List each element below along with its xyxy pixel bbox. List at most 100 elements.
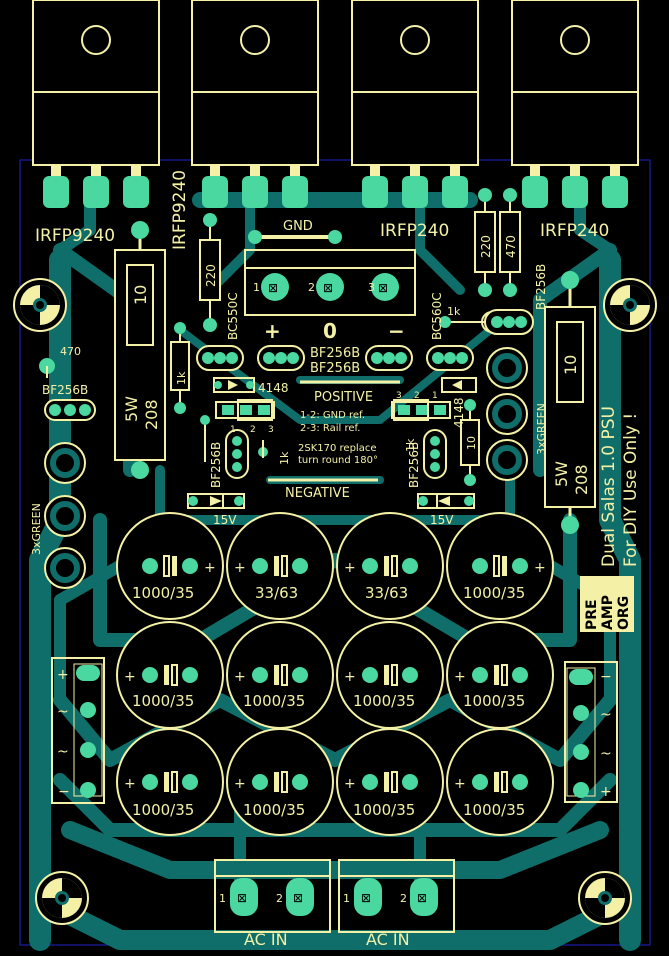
ref-selector-left: [215, 399, 275, 421]
cap-r3c1: +: [116, 728, 224, 836]
cap-r1c2-label: 33/63: [255, 584, 298, 602]
bjt-bf256b-pair-right: [365, 345, 413, 371]
transistor-q2: [191, 0, 319, 208]
bjt-bc560c-label: BC560C: [430, 292, 444, 340]
svg-text:⊠: ⊠: [378, 281, 388, 295]
cap-r1c1-label: 1000/35: [132, 584, 194, 602]
power-resistor-right: [544, 271, 596, 534]
ac-left-pin-2: 2: [276, 892, 283, 905]
bf256b-pair-label-1: BF256B: [310, 346, 360, 361]
svg-text:⊠: ⊠: [268, 281, 278, 295]
svg-text:+: +: [534, 560, 546, 576]
ref-pin-2-right: 2: [414, 391, 420, 401]
svg-text:+: +: [454, 669, 466, 685]
power-resistor-right-value: 10: [561, 355, 580, 375]
led-stack-right-label: 3xGREEN: [535, 403, 548, 455]
transistor-label-q4: IRFP240: [540, 221, 609, 241]
svg-text:⊠: ⊠: [361, 891, 371, 905]
mounting-hole-br: [578, 871, 632, 925]
diode-4148-left-label: 4148: [258, 381, 289, 395]
cap-r1c3-label: 33/63: [365, 584, 408, 602]
jfet-right-outer: [484, 309, 534, 335]
power-resistor-right-208: 208: [572, 464, 591, 495]
ac-right-pin-2: 2: [400, 892, 407, 905]
resistor-220-right: [474, 188, 496, 297]
jfet-left-outer: [44, 399, 96, 421]
cap-r1c4-label: 1000/35: [463, 584, 525, 602]
cap-r2c1: +: [116, 621, 224, 729]
svg-text:+: +: [124, 669, 136, 685]
diode-4148-right-label: 4148: [452, 397, 466, 428]
ref-selector-right: [391, 399, 451, 421]
zero-label: 0: [323, 319, 337, 343]
ac-in-label-right: AC IN: [366, 930, 410, 949]
jfet-right-inner: [423, 429, 447, 479]
zener-15v-left: [187, 493, 245, 509]
gnd-label: GND: [283, 219, 313, 234]
led-stack-right: [486, 347, 528, 481]
mounting-hole-bl: [35, 871, 89, 925]
transistor-label-q3: IRFP240: [380, 221, 449, 241]
logo-line-2: AMP: [600, 595, 616, 630]
transistor-q1: [32, 0, 160, 208]
zener-15v-left-label: 15V: [213, 513, 237, 527]
cap-r2c3-label: 1000/35: [353, 692, 415, 710]
resistor-470-left: [39, 358, 55, 378]
rect-left-plus: +: [57, 667, 69, 683]
resistor-470-left-label: 470: [60, 345, 81, 358]
cap-r1c4: +: [446, 512, 554, 620]
logo-line-3: ORG: [616, 596, 632, 630]
ref-pin-3-right: 3: [396, 391, 402, 401]
minus-label: −: [388, 319, 405, 343]
cap-r2c4: +: [446, 621, 554, 729]
resistor-470-right-label: 470: [504, 235, 518, 258]
bjt-bc560c: [426, 345, 474, 371]
terminal-pin-2: 2: [308, 281, 315, 294]
terminal-pin-1: 1: [253, 281, 260, 294]
power-resistor-left-value: 10: [131, 285, 150, 305]
rect-right-minus: −: [600, 669, 612, 685]
cap-r3c2: +: [226, 728, 334, 836]
rectifier-right: [564, 661, 618, 803]
resistor-1k-right: [460, 399, 480, 486]
cap-r3c1-label: 1000/35: [132, 801, 194, 819]
transistor-q4: [511, 0, 639, 208]
cap-r3c4: +: [446, 728, 554, 836]
svg-text:⊠: ⊠: [293, 891, 303, 905]
capacitors: + + + + + +: [116, 512, 554, 836]
ac-in-terminal-right: ⊠ ⊠: [338, 859, 455, 933]
transistor-q3: [351, 0, 479, 208]
resistor-220-right-label: 220: [479, 235, 493, 258]
ac-right-pin-1: 1: [343, 892, 350, 905]
cap-r1c3: +: [336, 512, 444, 620]
board-title-line1: Dual Salas 1.0 PSU: [599, 406, 619, 567]
resistor-220-left: [199, 213, 221, 332]
power-resistor-right-5w: 5W: [552, 461, 571, 487]
plus-label: +: [264, 319, 281, 343]
svg-text:+: +: [234, 776, 246, 792]
svg-text:+: +: [344, 560, 356, 576]
mounting-hole-tl: [13, 278, 67, 332]
negative-label: NEGATIVE: [285, 486, 350, 501]
svg-text:⊠: ⊠: [417, 891, 427, 905]
mounting-holes: [13, 278, 657, 925]
bjt-bc550c-label: BC550C: [226, 292, 240, 340]
svg-text:+: +: [454, 776, 466, 792]
jfet-right-outer-label: BF256B: [534, 264, 548, 310]
rect-right-ac1: ~: [600, 707, 612, 723]
svg-text:+: +: [234, 560, 246, 576]
resistor-470-right: [499, 188, 521, 297]
resistor-10-right-label: 10: [465, 436, 478, 450]
resistor-1k-top-right-label: 1k: [447, 305, 461, 318]
note-2sk170: 2SK170 replace: [298, 443, 376, 454]
cap-r3c4-label: 1000/35: [463, 801, 525, 819]
led-stack-left: [44, 442, 86, 589]
bjt-bf256b-pair-left: [257, 345, 305, 371]
svg-text:+: +: [344, 776, 356, 792]
ac-in-terminal-left: ⊠ ⊠: [214, 859, 331, 933]
svg-text:⊠: ⊠: [237, 891, 247, 905]
logo-line-1: PRE: [584, 599, 600, 630]
svg-text:+: +: [124, 776, 136, 792]
rect-right-ac2: ~: [600, 746, 612, 762]
